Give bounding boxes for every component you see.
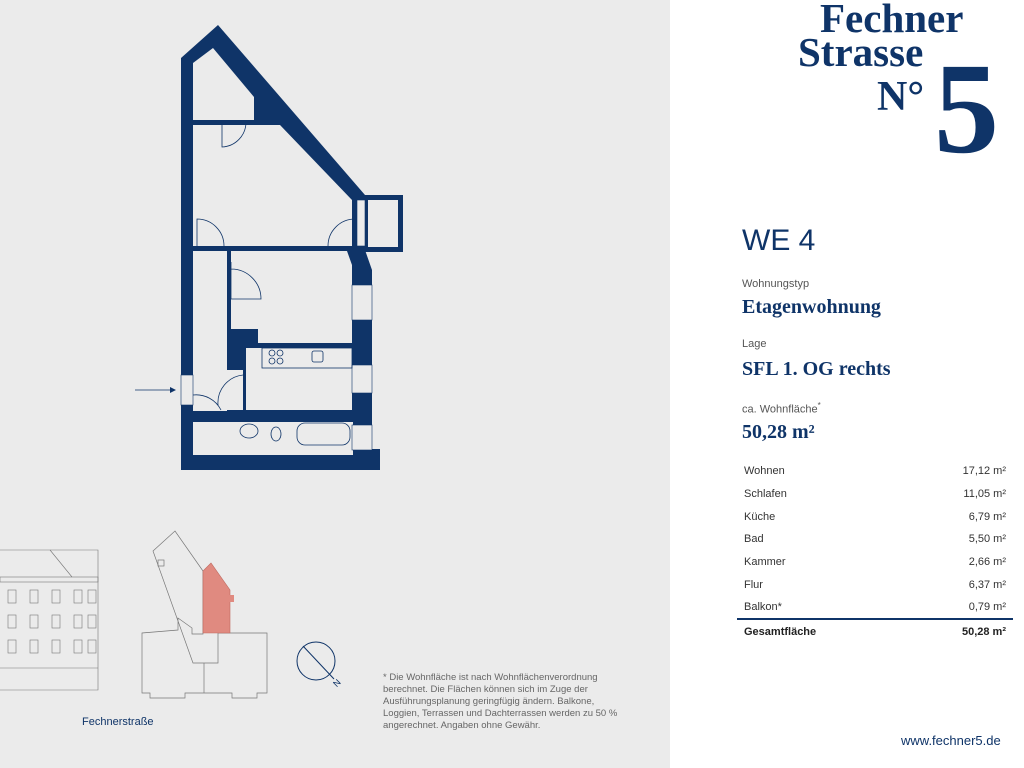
table-row: Balkon* 0,79 m²: [737, 596, 1013, 619]
window: [351, 424, 373, 451]
footnote-marker: *: [817, 401, 821, 410]
field-value: 50,28 m²: [742, 421, 815, 443]
logo-line1: Fechner: [820, 0, 964, 41]
table-row: Schlafen 11,05 m²: [737, 483, 1013, 506]
room-name: Schlafen: [744, 488, 787, 501]
room-area: 6,79 m²: [968, 510, 1006, 523]
compass-icon: [296, 641, 336, 681]
room-name: Wohnen: [744, 465, 785, 478]
door-arc: [327, 218, 356, 247]
door-arc: [192, 394, 222, 411]
total-label: Gesamtfläche: [737, 617, 902, 645]
field-label: Lage: [742, 338, 767, 350]
field-value: SFL 1. OG rechts: [742, 358, 891, 380]
total-area: 50,28 m²: [901, 617, 1013, 645]
field-label-text: ca. Wohnfläche: [742, 403, 818, 416]
field-value: Etagenwohnung: [742, 296, 881, 318]
street-label: Fechnerstraße: [82, 716, 154, 728]
entrance-door: [180, 374, 194, 406]
counter: [261, 347, 353, 369]
field-label: Wohnungstyp: [742, 278, 810, 290]
balcony-door: [356, 199, 366, 247]
room-name: Küche: [744, 510, 776, 523]
room-bad: [193, 422, 353, 455]
floor-plan: N: [0, 25, 403, 699]
logo-no: N°: [877, 74, 925, 120]
window: [351, 364, 373, 394]
toilet-icon: [270, 426, 282, 442]
window: [351, 284, 373, 321]
door-arc: [221, 121, 247, 148]
room-area: 5,50 m²: [968, 533, 1006, 546]
apartment-highlight: [202, 562, 231, 634]
room-area: 2,66 m²: [968, 556, 1006, 569]
room-schlafen: [231, 251, 352, 343]
room-area: 0,79 m²: [968, 600, 1006, 613]
room-area: 11,05 m²: [963, 488, 1006, 501]
balcony-floor: [368, 200, 398, 247]
compass-label: N: [331, 677, 343, 689]
room-name: Kammer: [744, 556, 786, 569]
table-row: Wohnen 17,12 m²: [737, 460, 1013, 483]
logo-number: 5: [934, 37, 999, 181]
field-label: ca. Wohnfläche*: [742, 401, 821, 416]
room-kammer: [193, 48, 254, 120]
table-row: Bad 5,50 m²: [737, 528, 1013, 551]
sink-icon: [311, 350, 324, 363]
website-link[interactable]: www.fechner5.de: [901, 733, 1001, 748]
bathtub-icon: [296, 422, 351, 446]
room-area-table: Wohnen 17,12 m² Schlafen 11,05 m² Küche 6,79 …: [737, 460, 1013, 645]
unit-title: WE 4: [742, 224, 816, 257]
table-row: Kammer 2,66 m²: [737, 551, 1013, 574]
room-name: Bad: [744, 533, 764, 546]
washbasin-icon: [239, 423, 259, 439]
door-arc: [196, 218, 225, 247]
room-area: 17,12 m²: [962, 465, 1006, 478]
site-plan: [141, 530, 268, 699]
door-arc: [230, 262, 262, 300]
table-row: Küche 6,79 m²: [737, 505, 1013, 528]
room-wohnen: [193, 125, 352, 246]
plan-panel: N Fechnerstraße * Die Wohnfläche ist nac…: [0, 0, 670, 768]
room-name: Flur: [744, 578, 763, 591]
logo-line2: Strasse: [798, 29, 924, 75]
door-arc: [217, 374, 244, 406]
footnote: * Die Wohnfläche ist nach Wohnflächenver…: [383, 672, 618, 731]
room-name: Balkon*: [744, 600, 782, 613]
info-panel: Fechner Strasse N° 5 WE 4 Wohnungstyp Et…: [670, 0, 1024, 768]
stove-icon: [268, 349, 276, 357]
room-area: 6,37 m²: [968, 578, 1006, 591]
total-row: Gesamtfläche 50,28 m²: [737, 617, 1013, 645]
table-row: Flur 6,37 m²: [737, 573, 1013, 596]
facade-drawing: [0, 549, 99, 691]
room-kueche: [246, 348, 352, 410]
